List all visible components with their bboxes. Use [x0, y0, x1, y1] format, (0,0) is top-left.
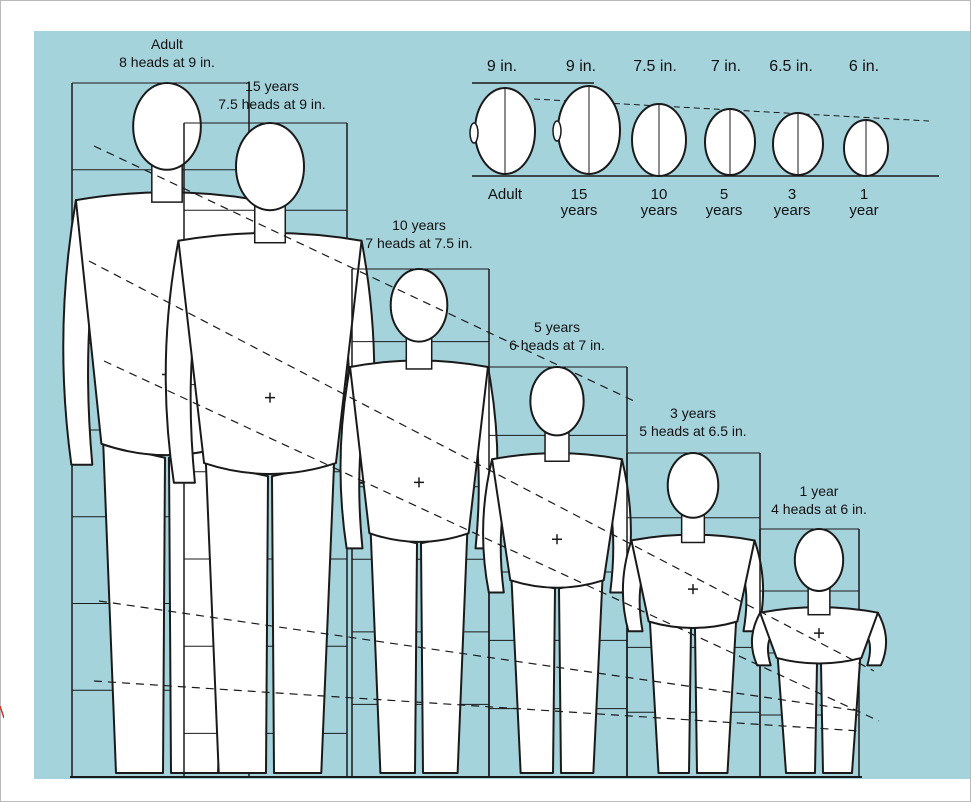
figure-label-subtitle: 7.5 heads at 9 in. — [218, 96, 325, 112]
head-age-label: 3 — [788, 186, 796, 203]
head-age-label: 1 — [860, 186, 868, 203]
head-1-year — [844, 120, 888, 176]
figure-label-title: 1 year — [800, 483, 839, 499]
right-leg-shape — [821, 658, 860, 773]
edge-mark — [0, 706, 4, 718]
figure-label-subtitle: 7 heads at 7.5 in. — [365, 235, 472, 251]
figure-1-year — [752, 529, 886, 777]
left-leg-shape — [778, 658, 817, 773]
figure-label-title: 3 years — [670, 405, 716, 421]
figures-group — [63, 83, 886, 777]
body-proportions-diagram: 9 in. 9 in. 7.5 in. 7 in. 6.5 in. 6 in. … — [34, 31, 970, 779]
left-leg-shape — [103, 444, 165, 773]
figure-head-shape — [391, 269, 448, 342]
figure-label-title: 15 years — [245, 78, 299, 94]
figure-label-title: 10 years — [392, 217, 446, 233]
head-age-label: Adult — [488, 186, 523, 203]
right-leg-shape — [695, 621, 736, 773]
figure-head-shape — [133, 83, 201, 170]
figure-3-years — [623, 453, 763, 777]
head-age-label: 5 — [720, 186, 728, 203]
head-size-label: 7.5 in. — [633, 58, 677, 75]
head-10-years — [632, 104, 686, 176]
figure-head-shape — [236, 123, 304, 210]
figure-head-shape — [795, 529, 843, 591]
head-age-label: years — [706, 202, 743, 219]
torso-shape — [631, 535, 754, 628]
torso-shape — [492, 453, 622, 588]
figure-label-subtitle: 6 heads at 7 in. — [509, 337, 605, 353]
head-comparison-group: 9 in. 9 in. 7.5 in. 7 in. 6.5 in. 6 in. … — [470, 58, 939, 219]
head-age-label: years — [561, 202, 598, 219]
left-leg-shape — [512, 580, 555, 773]
head-age-label: 15 — [571, 186, 588, 203]
left-leg-shape — [650, 621, 691, 773]
left-leg-shape — [371, 533, 417, 773]
right-leg-shape — [272, 463, 334, 773]
head-15-years — [553, 86, 620, 174]
figure-5-years — [483, 367, 631, 777]
head-size-label: 6.5 in. — [769, 58, 813, 75]
head-size-label: 9 in. — [566, 58, 596, 75]
head-size-label: 9 in. — [487, 58, 517, 75]
head-age-label: years — [641, 202, 678, 219]
right-leg-shape — [559, 580, 602, 773]
figure-label-subtitle: 5 heads at 6.5 in. — [639, 423, 746, 439]
figure-label-title: 5 years — [534, 319, 580, 335]
proportion-diagram-panel: 9 in. 9 in. 7.5 in. 7 in. 6.5 in. 6 in. … — [34, 31, 970, 779]
figure-label-subtitle: 4 heads at 6 in. — [771, 501, 867, 517]
torso-shape — [350, 360, 488, 541]
head-age-label: 10 — [651, 186, 668, 203]
figure-head-shape — [668, 453, 719, 518]
figure-label-subtitle: 8 heads at 9 in. — [119, 54, 215, 70]
head-age-label: year — [849, 202, 878, 219]
head-size-label: 6 in. — [849, 58, 879, 75]
head-size-label: 7 in. — [711, 58, 741, 75]
head-adult — [470, 88, 535, 174]
head-5-years — [705, 109, 755, 175]
figure-head-shape — [530, 367, 583, 435]
head-age-label: years — [774, 202, 811, 219]
figure-label-title: Adult — [151, 36, 183, 52]
head-3-years — [773, 113, 823, 175]
